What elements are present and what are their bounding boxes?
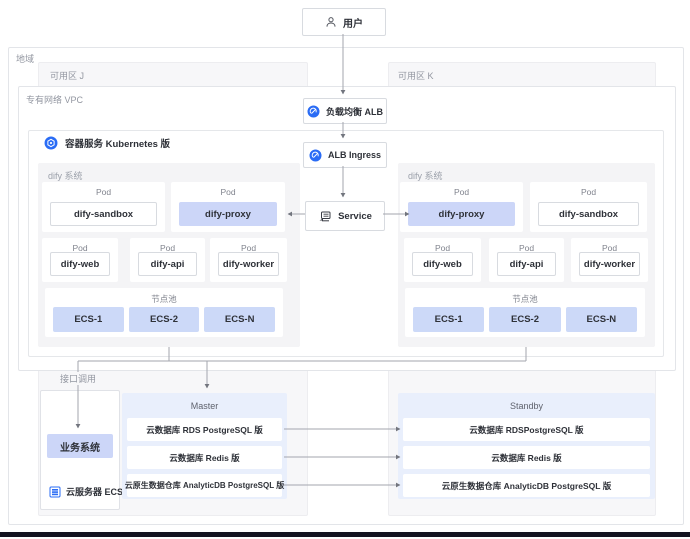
zone-k-label: 可用区 K [398,71,434,81]
pod-card: Pod dify-api [130,238,205,282]
user-label: 用户 [343,18,363,30]
ecs-node: ECS-2 [489,307,561,332]
k8s-label: 容器服务 Kubernetes 版 [65,139,171,150]
pod-card: Pod dify-worker [210,238,287,282]
alb-node: 负载均衡 ALB [303,98,387,124]
ecs-host-row: 云服务器 ECS [49,485,123,498]
pod-title: Pod [72,243,88,253]
master-label: Master [190,401,219,411]
alb-ingress-label: ALB Ingress [327,150,381,160]
pod-title: Pod [601,243,618,253]
dify-cluster-right-label: dify 系统 [408,171,443,181]
pod-dify-web-left: dify-web [50,252,110,276]
ecs-server-icon [49,486,61,497]
pod-card: Pod dify-api [489,238,564,282]
pod-dify-proxy-left: dify-proxy [179,202,277,226]
pod-dify-worker-right: dify-worker [579,252,640,276]
pod-dify-sandbox-left: dify-sandbox [50,202,157,226]
pod-dify-proxy-right: dify-proxy [408,202,515,226]
dify-cluster-left-label: dify 系统 [48,171,83,181]
pod-card: Pod dify-web [42,238,118,282]
ecs-node: ECS-N [565,307,637,332]
standby-panel: Standby 云数据库 RDSPostgreSQL 版 云数据库 Redis … [398,393,655,499]
standby-label: Standby [509,401,544,411]
window-bottom-edge [0,532,690,537]
db-analyticdb-standby: 云原生数据仓库 AnalyticDB PostgreSQL 版 [403,474,650,497]
pod-card: Pod dify-worker [571,238,648,282]
pod-title: Pod [240,243,257,253]
master-rows: 云数据库 RDS PostgreSQL 版 云数据库 Redis 版 云原生数据… [125,418,284,502]
nodepool-left: 节点池 ECS-1 ECS-2 ECS-N [45,288,283,337]
pod-title: Pod [434,243,451,253]
pod-dify-web-right: dify-web [412,252,473,276]
business-system-chip: 业务系统 [47,434,113,458]
pod-title: Pod [220,187,236,197]
load-balancer-icon [307,105,320,117]
pod-card: Pod dify-web [404,238,481,282]
db-rds-postgresql-standby: 云数据库 RDSPostgreSQL 版 [403,418,650,441]
pod-title: Pod [518,243,535,253]
zone-j-label: 可用区 J [50,71,85,81]
nodepool-chips: ECS-1 ECS-2 ECS-N [413,307,637,332]
service-icon [319,211,331,221]
db-rds-postgresql-master: 云数据库 RDS PostgreSQL 版 [127,418,282,441]
k8s-header: 容器服务 Kubernetes 版 [44,136,170,150]
vpc-label: 专有网络 VPC [26,95,84,105]
api-call-label: 接口调用 [58,372,99,385]
pod-card: Pod dify-proxy [400,182,523,232]
ecs-host-label: 云服务器 ECS [66,487,124,497]
pod-title: Pod [580,187,597,197]
pod-title: Pod [159,243,176,253]
region-label: 地域 [16,54,35,64]
db-redis-master: 云数据库 Redis 版 [127,446,282,469]
pod-dify-api-right: dify-api [497,252,556,276]
nodepool-label: 节点池 [151,294,177,304]
pod-title: Pod [453,187,470,197]
pod-card: Pod dify-proxy [171,182,285,232]
master-panel: Master 云数据库 RDS PostgreSQL 版 云数据库 Redis … [122,393,287,499]
ecs-node: ECS-1 [413,307,485,332]
alb-label: 负载均衡 ALB [326,106,383,117]
db-redis-standby: 云数据库 Redis 版 [403,446,650,469]
nodepool-right: 节点池 ECS-1 ECS-2 ECS-N [405,288,645,337]
alb-ingress-icon [309,149,322,161]
nodepool-label: 节点池 [512,294,538,304]
db-analyticdb-master: 云原生数据仓库 AnalyticDB PostgreSQL 版 [125,474,284,497]
alb-ingress-node: ALB Ingress [303,142,387,168]
user-node: 用户 [302,8,386,36]
standby-rows: 云数据库 RDSPostgreSQL 版 云数据库 Redis 版 云原生数据仓… [403,418,650,502]
kubernetes-icon [44,136,58,150]
business-system-box: 业务系统 云服务器 ECS [40,390,123,510]
pod-card: Pod dify-sandbox [42,182,165,232]
pod-title: Pod [95,187,112,197]
ecs-node: ECS-1 [53,307,124,332]
pod-dify-sandbox-right: dify-sandbox [538,202,639,226]
nodepool-chips: ECS-1 ECS-2 ECS-N [53,307,276,332]
service-node: Service [305,201,385,231]
pod-dify-api-left: dify-api [138,252,197,276]
service-label: Service [338,210,372,222]
user-icon [326,17,336,27]
pod-card: Pod dify-sandbox [530,182,647,232]
ecs-node: ECS-N [204,307,276,332]
ecs-node: ECS-2 [128,307,200,332]
pod-dify-worker-left: dify-worker [218,252,279,276]
